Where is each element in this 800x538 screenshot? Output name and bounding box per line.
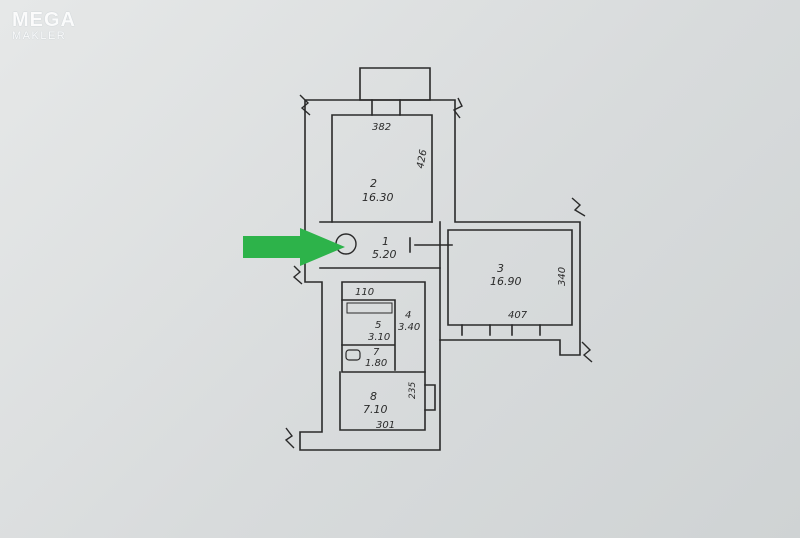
dimension-235: 235 [408, 382, 418, 399]
break-mark-bl [284, 427, 295, 449]
room-2-number: 2 [370, 177, 377, 190]
room-8-area: 7.10 [363, 403, 388, 416]
room-5-area: 3.10 [368, 332, 390, 343]
wall-bath-split [341, 299, 396, 371]
room-3-number: 3 [497, 262, 504, 275]
door-corridor [409, 237, 453, 253]
room-4-number: 4 [405, 310, 411, 321]
watermark-logo: MEGA MAKLER [12, 10, 76, 42]
room-1-area: 5.20 [372, 248, 397, 261]
break-mark-r [571, 197, 586, 217]
room-3-area: 16.90 [490, 275, 522, 288]
dimension-110: 110 [355, 287, 374, 298]
sink-icon [335, 233, 357, 255]
watermark-sub: MAKLER [12, 30, 67, 42]
dimension-382: 382 [372, 122, 391, 133]
room-7-number: 7 [373, 347, 380, 358]
balcony-outline [359, 67, 431, 101]
wall-room-3-inner [447, 229, 573, 326]
watermark-brand: MEGA [12, 9, 76, 31]
room-8-number: 8 [370, 390, 377, 403]
break-mark-tl [299, 94, 311, 116]
dimension-407: 407 [508, 310, 528, 321]
room-2-area: 16.30 [362, 191, 394, 204]
break-mark-l [292, 265, 303, 285]
window-kitchen [424, 384, 436, 411]
break-mark-tr [452, 97, 463, 119]
room-7-area: 1.80 [365, 358, 387, 369]
wall-kitchen [339, 371, 426, 431]
bathtub-icon [346, 302, 393, 314]
room-1-number: 1 [382, 235, 389, 248]
entrance-arrow-icon [243, 228, 345, 266]
dimension-426: 426 [415, 149, 429, 170]
wall-room-2-inner [331, 114, 433, 223]
toilet-icon [345, 349, 361, 361]
room-4-area: 3.40 [398, 322, 420, 333]
break-mark-br [581, 341, 593, 363]
dimension-301: 301 [376, 420, 395, 431]
room-5-number: 5 [375, 320, 381, 331]
balcony-door [371, 99, 401, 116]
dimension-340: 340 [557, 267, 568, 286]
window-room-3 [461, 324, 541, 336]
